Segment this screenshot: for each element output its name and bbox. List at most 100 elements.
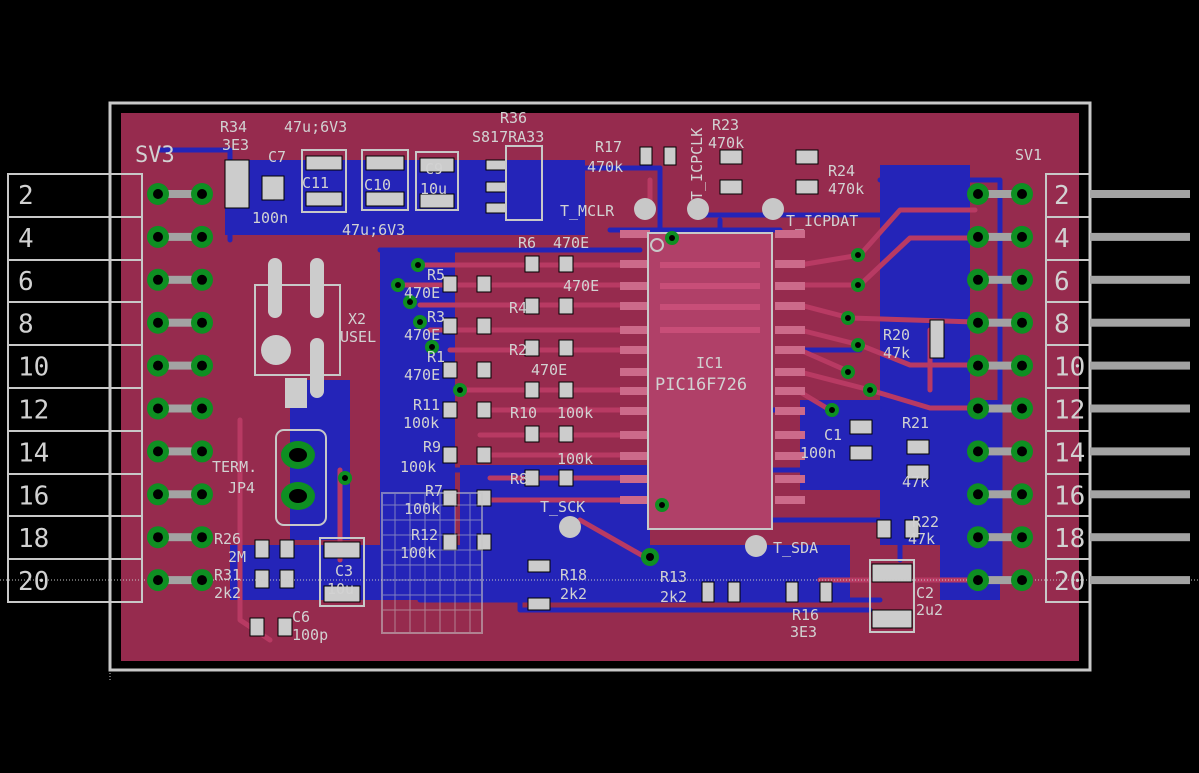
top-footprints[interactable]: [224, 145, 945, 637]
sv1-pin-tail: [1090, 404, 1190, 413]
sv3-pad-hole: [153, 231, 163, 242]
r21-value-label: 47k: [902, 473, 929, 491]
sv3-pad-hole: [153, 274, 163, 285]
sv1-pin-label: 6: [1054, 267, 1070, 297]
sv1-pin-bar: [970, 232, 1030, 241]
sv3-header[interactable]: [147, 183, 213, 592]
sv3-frame: [7, 173, 143, 603]
t-icpdat-label: T_ICPDAT: [786, 212, 858, 230]
sv1-pin-label: 8: [1054, 310, 1070, 340]
sv3-pin-bar: [150, 318, 210, 327]
sv1-pad-hole: [973, 317, 983, 328]
sv1-pad-hole: [973, 532, 983, 543]
sv1-pin-tail: [1090, 447, 1190, 456]
keepout-hatch: [381, 492, 483, 634]
r23-name-label: R23: [712, 116, 739, 134]
sv1-pin-bar: [970, 361, 1030, 370]
t-mclr-label: T_MCLR: [560, 202, 615, 220]
r18-value-label: 2k2: [560, 585, 587, 603]
sv1-pad-hole: [1017, 274, 1027, 285]
sv3-pin-bar: [150, 190, 210, 198]
c7-name-label: C7: [268, 148, 286, 166]
c3-name-label: C3: [335, 562, 353, 580]
sv1-pad-hole: [1017, 231, 1027, 242]
r12-name-label: R12: [411, 526, 438, 544]
r13-value-label: 2k2: [660, 588, 687, 606]
sv3-pad-hole: [197, 446, 207, 457]
r3-value-label: 470E: [404, 326, 440, 344]
c9-value-label: 10u: [420, 180, 447, 198]
c1-value-label: 100n: [800, 444, 836, 462]
sv3-pin-label: 20: [18, 567, 49, 597]
c9-name-label: C9: [425, 160, 443, 178]
sv1-pin-tail: [1090, 318, 1190, 327]
r10-value-label: 100k: [557, 404, 593, 422]
sv1-pin-label: 12: [1054, 396, 1085, 426]
r2-name-label: R2: [509, 341, 527, 359]
sv1-pin-tail: [1090, 232, 1190, 241]
sv1-pin-bar: [970, 533, 1030, 542]
sv1-pin-tail: [1090, 275, 1190, 284]
sv3-pin-label: 8: [18, 310, 34, 340]
r22-name-label: R22: [912, 513, 939, 531]
sv1-pad-hole: [973, 360, 983, 371]
r13-name-label: R13: [660, 568, 687, 586]
sv3-pad-hole: [153, 489, 163, 500]
r9-name-label: R9: [423, 438, 441, 456]
r23-value-label: 470k: [708, 134, 744, 152]
sv1-header[interactable]: [967, 183, 1190, 592]
r3-name-label: R3: [427, 308, 445, 326]
r10-name-label: R10: [510, 404, 537, 422]
r24-value-label: 470k: [828, 180, 864, 198]
sv3-pad-hole: [153, 532, 163, 543]
sv1-pad-hole: [973, 189, 983, 199]
r8-name-label: R8: [510, 470, 528, 488]
jp4-value-label: TERM.: [212, 458, 257, 476]
r6-name-label: R6: [518, 234, 536, 252]
sv3-pad-hole: [197, 575, 207, 586]
r16-value-label: 3E3: [790, 623, 817, 641]
r2-value-label: 470E: [531, 361, 567, 379]
sv1-pin-bar: [970, 576, 1030, 585]
r36-name-label: R36: [500, 109, 527, 127]
t-icpclk-label: T_ICPCLK: [688, 128, 706, 200]
sv1-pad-hole: [1017, 446, 1027, 457]
c11-name-label: C11: [302, 174, 329, 192]
sv3-name-label: SV3: [135, 143, 175, 168]
r20-value-label: 47k: [883, 344, 910, 362]
r16-name-label: R16: [792, 606, 819, 624]
test-point-t-mclr: [634, 198, 656, 220]
sv1-name-label: SV1: [1015, 146, 1042, 164]
sv3-pad-hole: [153, 317, 163, 328]
sv1-pad-hole: [1017, 317, 1027, 328]
c2-name-label: C2: [916, 584, 934, 602]
ic1-body[interactable]: [647, 232, 773, 530]
sv3-pad-hole: [153, 189, 163, 199]
sv1-pad-hole: [1017, 403, 1027, 414]
sv3-pin-bar: [150, 404, 210, 413]
test-point-t-icpdat: [762, 198, 784, 220]
c11-value-alt-label: 47u;6V3: [284, 118, 347, 136]
r26-value-label: 2M: [228, 548, 246, 566]
test-points[interactable]: [559, 198, 784, 557]
r11-name-label: R11: [413, 396, 440, 414]
r36-value-label: S817RA33: [472, 128, 544, 146]
x2-footprint[interactable]: [254, 258, 341, 408]
ic1-pin1-marker: [650, 238, 664, 252]
sv3-pin-label: 12: [18, 396, 49, 426]
ic1-name-label: IC1: [696, 354, 723, 372]
sv3-pad-hole: [153, 360, 163, 371]
smd-pads: [620, 230, 805, 504]
c2-value-label: 2u2: [916, 601, 943, 619]
sv3-pin-bar: [150, 232, 210, 241]
sv1-pad-hole: [1017, 489, 1027, 500]
sv3-pin-label: 10: [18, 353, 49, 383]
sv3-pad-hole: [197, 403, 207, 414]
jp4-footprint[interactable]: [275, 429, 327, 526]
r11-value-label: 100k: [403, 414, 439, 432]
sv3-pin-label: 16: [18, 481, 49, 511]
ic1-pin-stubs: [660, 262, 760, 333]
sv1-pin-tail: [1090, 490, 1190, 499]
